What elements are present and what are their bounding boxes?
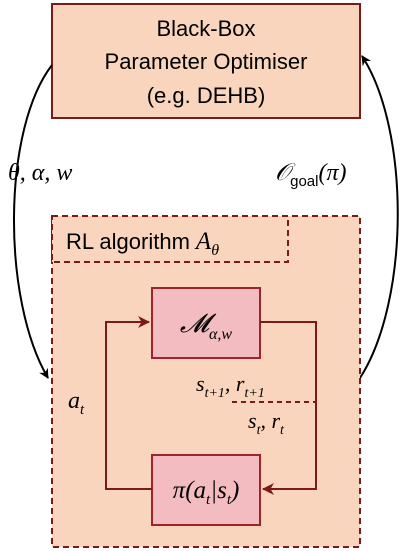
environment-box [151, 287, 261, 359]
optimiser-line2: Parameter Optimiser [105, 49, 308, 74]
right-arrow [359, 55, 399, 379]
right-arrow-label: 𝒪goal(π) [275, 160, 347, 190]
state-reward-label: st, rt [248, 408, 285, 438]
optimiser-line3: (e.g. DEHB) [147, 83, 266, 108]
policy-box [151, 454, 261, 526]
action-label: at [68, 388, 85, 418]
policy-label: π(at|st) [173, 477, 240, 508]
optimiser-line1: Black-Box [156, 16, 255, 41]
action-arrow [105, 316, 152, 490]
left-arrow-label: θ, α, w [8, 160, 72, 186]
state-arrow [260, 321, 317, 495]
next-state-reward-label: st+1, rt+1 [196, 371, 265, 401]
rl-algorithm-label-box [51, 215, 289, 263]
optimiser-box [51, 3, 361, 119]
left-arrow [13, 64, 53, 379]
